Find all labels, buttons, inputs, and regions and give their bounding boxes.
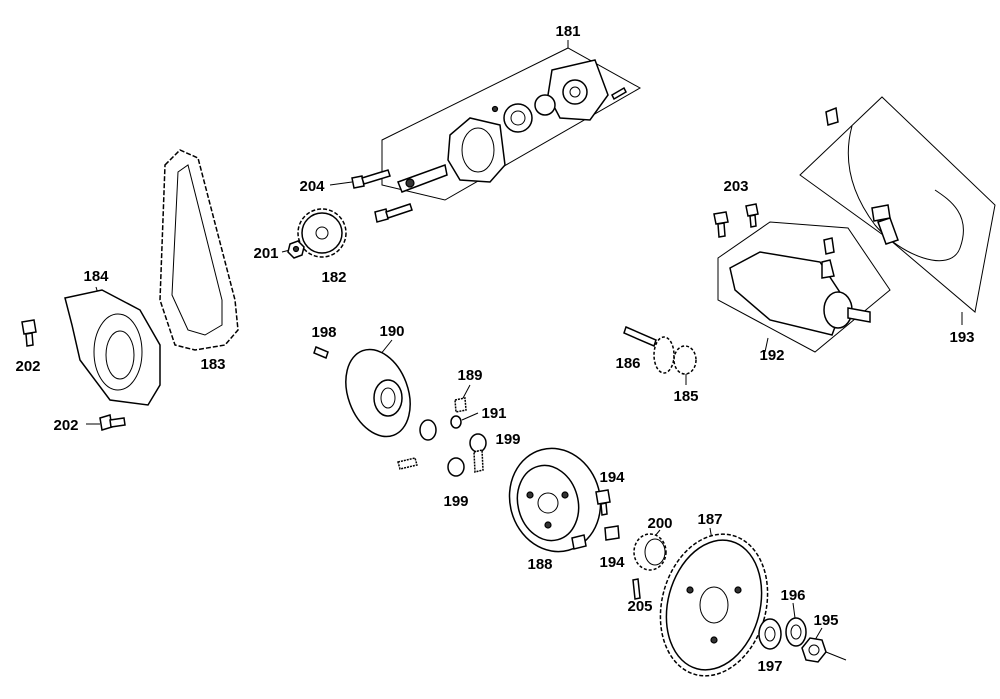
gear-185	[653, 336, 697, 385]
callout-198: 198	[311, 324, 336, 341]
callout-201: 201	[253, 245, 278, 262]
shaft-186	[623, 325, 657, 348]
callout-203: 203	[723, 178, 748, 195]
rollers-199	[397, 419, 487, 477]
callout-181: 181	[555, 23, 580, 40]
pin-205	[632, 578, 641, 600]
chain-183	[159, 149, 239, 351]
spring-189	[454, 384, 471, 413]
cover-plate-184	[64, 286, 161, 406]
bearing-200	[633, 529, 667, 571]
callout-189: 189	[457, 367, 482, 384]
callout-192: 192	[759, 347, 784, 364]
callout-194-upper: 194	[599, 469, 625, 486]
plunger-191	[450, 412, 479, 429]
callout-187: 187	[697, 511, 722, 528]
bolts-202	[21, 319, 126, 431]
sprocket-182	[297, 208, 347, 258]
callout-199-upper: 199	[495, 431, 520, 448]
callout-200: 200	[647, 515, 672, 532]
bolts-194	[571, 489, 620, 550]
callout-185: 185	[673, 388, 698, 405]
callout-204: 204	[299, 178, 325, 195]
callout-190: 190	[379, 323, 404, 340]
callout-186: 186	[615, 355, 640, 372]
nut-195	[801, 627, 847, 663]
callout-205: 205	[627, 598, 652, 615]
callout-191: 191	[481, 405, 506, 422]
callout-199-lower: 199	[443, 493, 468, 510]
cable-193	[799, 96, 996, 325]
callout-195: 195	[813, 612, 838, 629]
callout-184: 184	[83, 268, 109, 285]
bolts-203	[713, 203, 759, 238]
washer-197	[758, 618, 782, 650]
starter-motor-192	[717, 221, 891, 353]
callout-197: 197	[757, 658, 782, 675]
callout-196: 196	[780, 587, 805, 604]
nut-201	[281, 240, 305, 259]
oil-pump-assembly	[381, 40, 642, 201]
bolts-204	[329, 169, 413, 223]
key-198	[313, 345, 329, 360]
flywheel-188	[508, 447, 602, 553]
callout-182: 182	[321, 269, 346, 286]
callout-193: 193	[949, 329, 974, 346]
callout-202-lower: 202	[53, 417, 78, 434]
gear-187	[659, 527, 769, 677]
callout-202-left: 202	[15, 358, 40, 375]
callout-188: 188	[527, 556, 552, 573]
callout-194-lower: 194	[599, 554, 625, 571]
clutch-plate-190	[345, 339, 411, 438]
callout-183: 183	[200, 356, 225, 373]
washer-196	[785, 602, 807, 647]
